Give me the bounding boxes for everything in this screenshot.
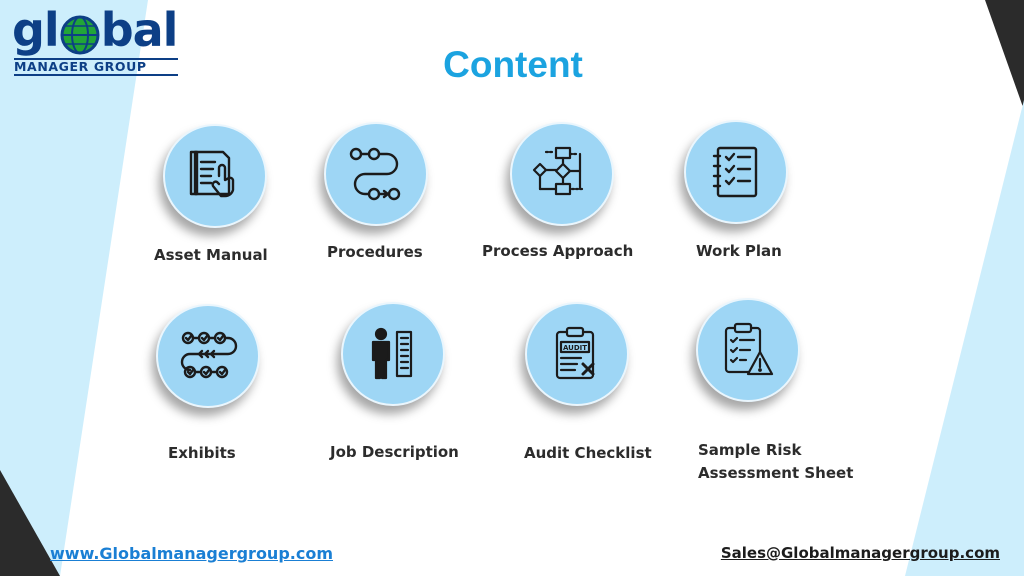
page-title: Content	[443, 44, 583, 85]
logo-rule-bottom	[14, 74, 178, 76]
job-description-tile[interactable]	[341, 302, 445, 406]
person-list-icon	[371, 327, 413, 380]
procedures-label: Procedures	[327, 243, 423, 261]
flow-steps-icon	[349, 147, 401, 201]
job-description-label: Job Description	[330, 443, 459, 461]
audit-checklist-tile[interactable]: AUDIT	[525, 302, 629, 406]
globe-icon	[60, 15, 100, 55]
risk-assessment-label-line2: Assessment Sheet	[698, 464, 854, 482]
check-sequence-icon	[180, 331, 238, 379]
svg-text:AUDIT: AUDIT	[563, 344, 587, 352]
work-plan-tile[interactable]	[684, 120, 788, 224]
email-link[interactable]: Sales@Globalmanagergroup.com	[720, 544, 1000, 562]
flowchart-icon	[532, 146, 584, 196]
logo-rule-top	[14, 58, 178, 60]
audit-clipboard-icon: AUDIT	[555, 326, 595, 380]
logo-subtitle: MANAGER GROUP	[14, 59, 147, 74]
asset-manual-label: Asset Manual	[154, 246, 268, 264]
procedures-tile[interactable]	[324, 122, 428, 226]
document-touch-icon	[189, 150, 235, 198]
checklist-notebook-icon	[712, 146, 758, 198]
website-link[interactable]: www.Globalmanagergroup.com	[50, 544, 333, 563]
logo-wordmark: gl bal	[12, 3, 178, 57]
risk-assessment-label: Sample Risk Assessment Sheet	[698, 439, 853, 485]
asset-manual-tile[interactable]	[163, 124, 267, 228]
process-approach-tile[interactable]	[510, 122, 614, 226]
exhibits-label: Exhibits	[168, 444, 236, 462]
exhibits-tile[interactable]	[156, 304, 260, 408]
risk-assessment-label-line1: Sample Risk	[698, 441, 802, 459]
company-logo: gl bal MANAGER GROUP	[12, 4, 182, 76]
risk-clipboard-icon	[724, 322, 774, 376]
process-approach-label: Process Approach	[482, 242, 634, 260]
audit-checklist-label: Audit Checklist	[524, 444, 652, 462]
work-plan-label: Work Plan	[696, 242, 782, 260]
risk-assessment-tile[interactable]	[696, 298, 800, 402]
